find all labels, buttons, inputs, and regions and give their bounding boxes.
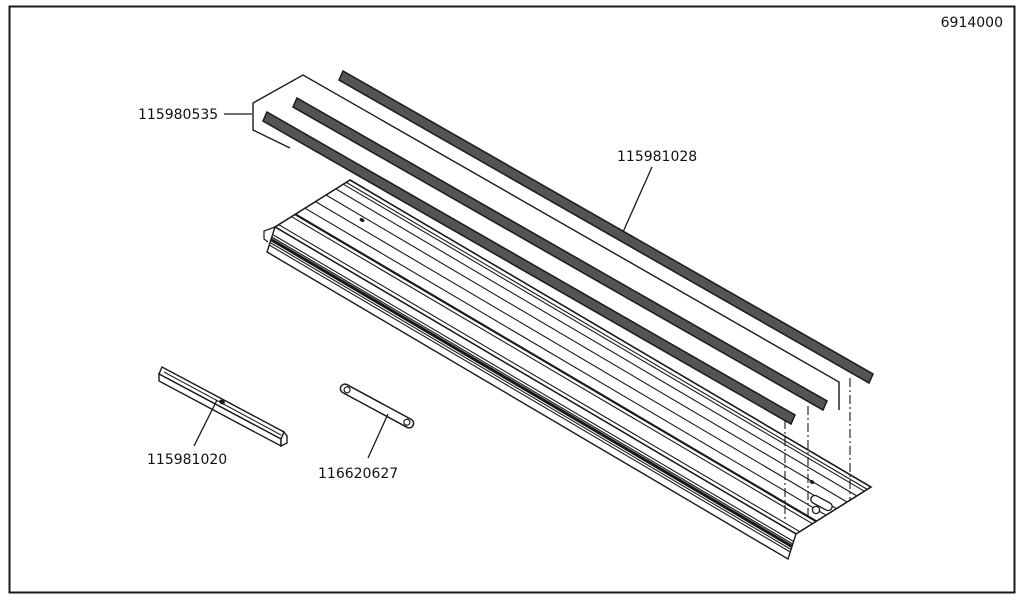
rail-groove-lines <box>278 181 868 533</box>
rail-channel-lines <box>268 234 794 553</box>
grip-strip-top <box>338 69 874 385</box>
rail-left-end-notch <box>263 226 276 243</box>
bar-part-drawing <box>158 366 288 448</box>
leader-line-2 <box>622 166 653 233</box>
bar-rivet <box>219 399 225 405</box>
rail-hole-left <box>359 217 365 223</box>
keyhole-slot <box>810 494 833 515</box>
doc-number: 6914000 <box>941 15 1003 31</box>
part-label-4: 116620627 <box>318 466 398 482</box>
rail-hole-right <box>809 479 815 485</box>
diagram-frame <box>8 5 1016 594</box>
guide-rail-drawing <box>263 179 873 561</box>
grip-strips <box>262 69 874 426</box>
bar-end-face <box>280 430 288 448</box>
leader-lines <box>193 113 653 459</box>
part-label-2: 115981028 <box>617 149 697 165</box>
grip-strip-middle <box>292 96 828 412</box>
bar-front-face <box>158 372 282 448</box>
leader-line-4 <box>367 413 389 459</box>
projection-dash-lines <box>784 378 851 522</box>
link-part-drawing <box>339 383 415 429</box>
part-label-1: 115980535 <box>138 107 218 123</box>
link-hole-left <box>343 386 351 394</box>
link-hole-right <box>403 418 411 426</box>
link-body <box>339 383 415 429</box>
leader-line-3 <box>193 399 218 447</box>
strip-set-sheet-outline <box>252 74 840 410</box>
part-label-3: 115981020 <box>147 452 227 468</box>
grip-strip-bottom <box>262 110 796 426</box>
